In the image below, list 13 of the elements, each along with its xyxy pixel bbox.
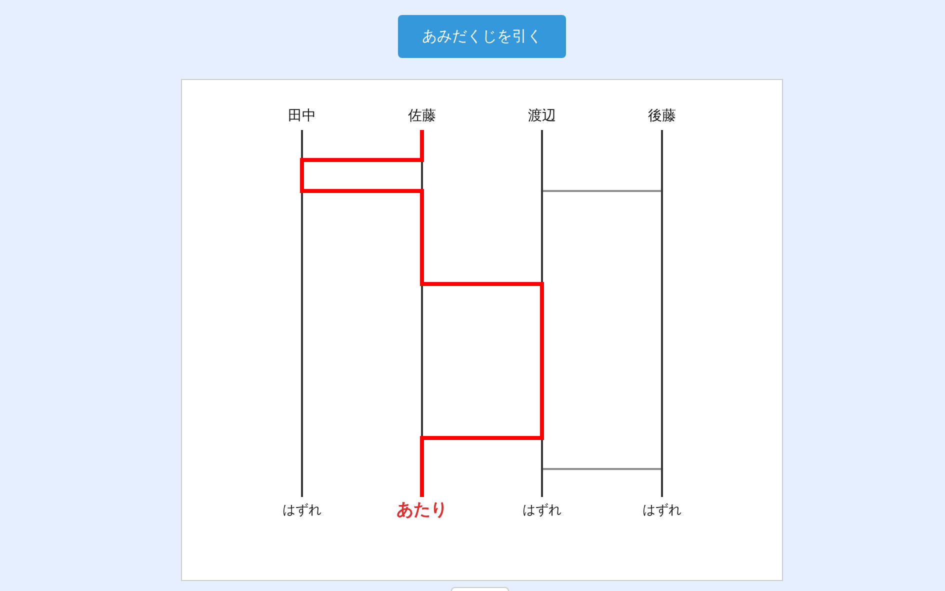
name-label: 渡辺 (525, 106, 559, 130)
result-label: あたり (394, 497, 450, 522)
ladder-line (661, 130, 663, 497)
ladder-line (301, 130, 303, 497)
name-label: 後藤 (645, 106, 679, 130)
draw-button: あみだくじを引く (398, 15, 566, 58)
ladder-panel (181, 79, 783, 581)
name-label: 田中 (285, 106, 319, 130)
result-label: はずれ (280, 497, 324, 522)
name-label: 佐藤 (405, 106, 439, 130)
route-path (300, 130, 544, 497)
result-label: はずれ (640, 497, 684, 522)
result-label: はずれ (520, 497, 564, 522)
